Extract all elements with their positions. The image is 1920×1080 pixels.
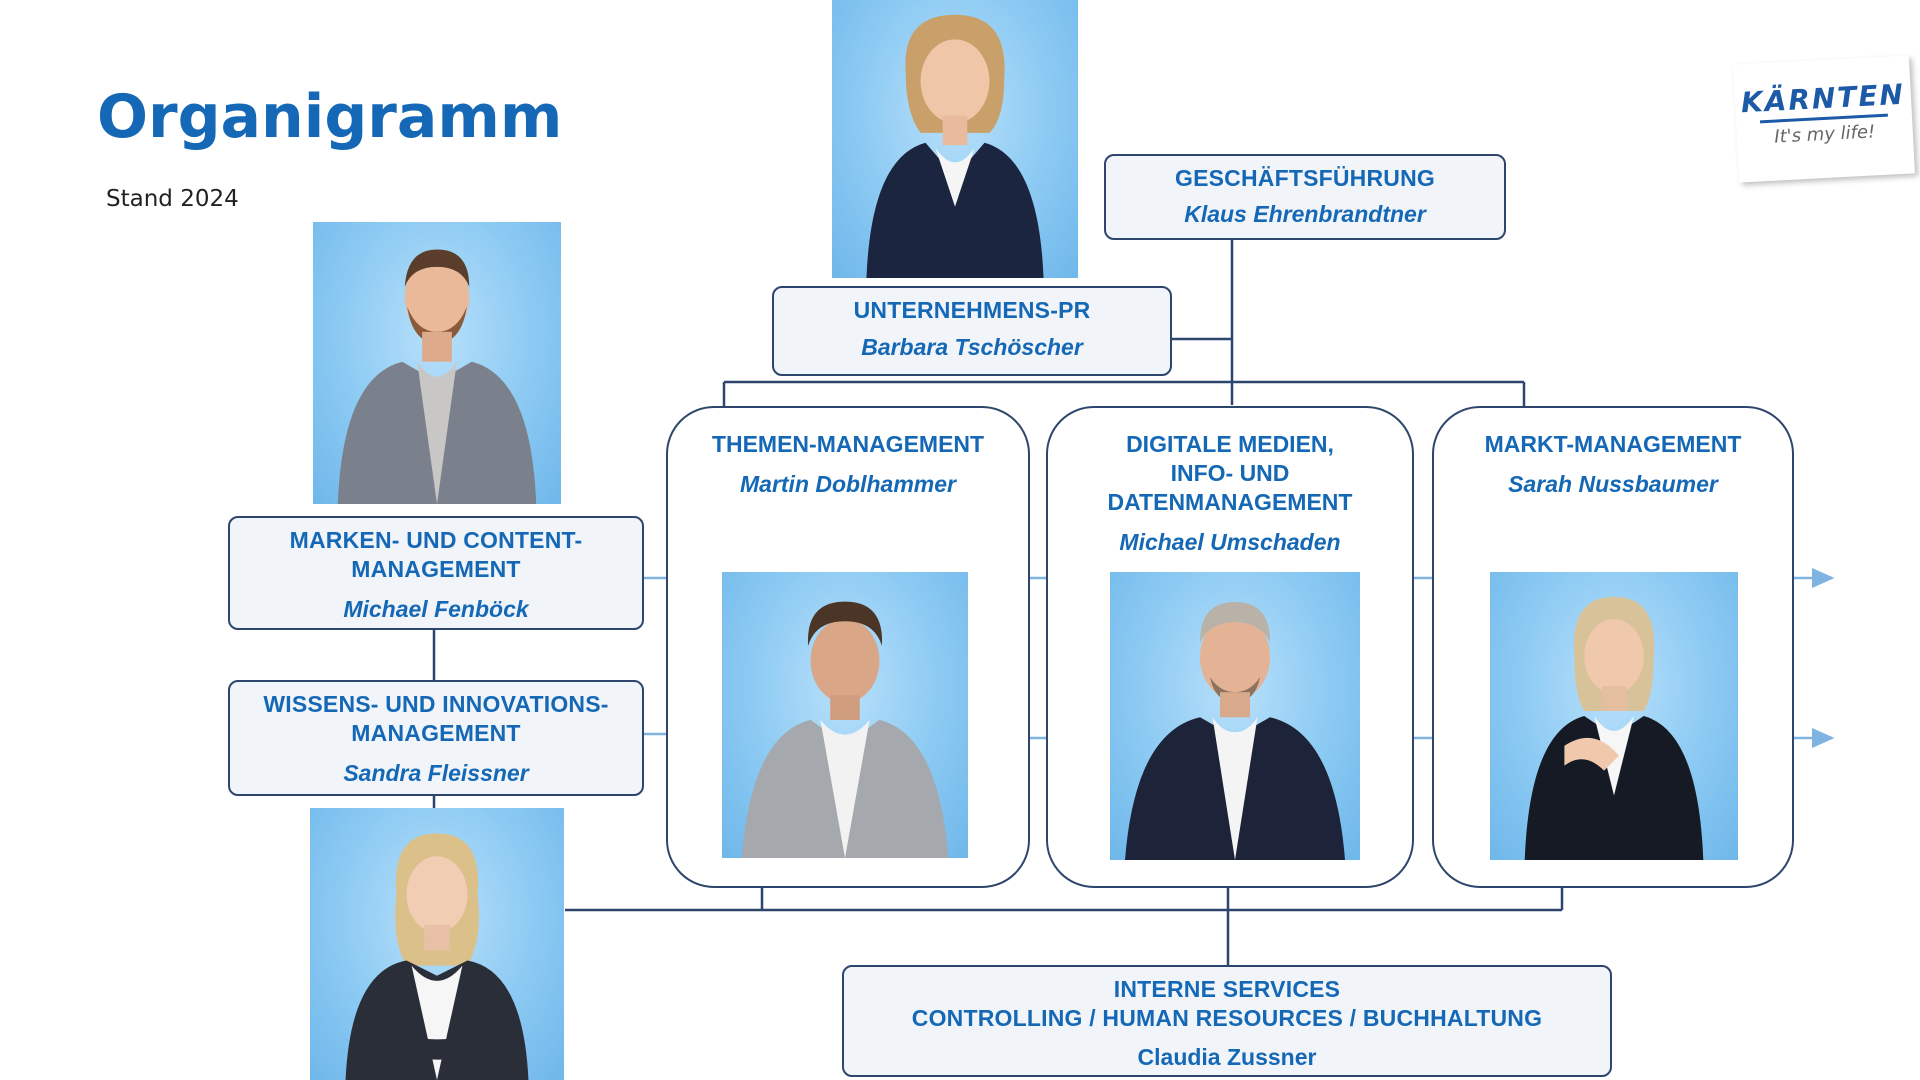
unit-person: Michael Fenböck [343,596,529,622]
portrait-photo [832,0,1078,278]
portrait-photo [1110,572,1360,860]
page-subtitle: Stand 2024 [106,186,239,212]
box-interne-services: INTERNE SERVICES CONTROLLING / HUMAN RES… [842,965,1612,1077]
box-unternehmens-pr: UNTERNEHMENS-PR Barbara Tschöscher [772,286,1172,376]
page-title: Organigramm [97,82,563,152]
unit-person: Michael Umschaden [1119,529,1341,555]
unit-title: WISSENS- UND INNOVATIONS- MANAGEMENT [263,691,609,746]
portrait-photo [313,222,561,504]
unit-title: INTERNE SERVICES CONTROLLING / HUMAN RES… [911,976,1543,1031]
unit-person: Klaus Ehrenbrandtner [1184,201,1426,227]
box-marken-content: MARKEN- UND CONTENT- MANAGEMENT Michael … [228,516,644,630]
portrait-photo [310,808,564,1080]
unit-person: Claudia Zussner [1137,1044,1317,1070]
unit-title: GESCHÄFTSFÜHRUNG [1174,165,1436,191]
box-geschaeftsfuehrung: GESCHÄFTSFÜHRUNG Klaus Ehrenbrandtner [1104,154,1506,240]
unit-title: DIGITALE MEDIEN, INFO- UND DATENMANAGEME… [1107,431,1353,515]
portrait-photo [1490,572,1738,860]
unit-person: Martin Doblhammer [740,471,956,497]
unit-title: MARKEN- UND CONTENT- MANAGEMENT [289,527,583,582]
box-wissens-innovation: WISSENS- UND INNOVATIONS- MANAGEMENT San… [228,680,644,796]
unit-person: Barbara Tschöscher [861,334,1083,360]
unit-person: Sandra Fleissner [343,760,529,786]
unit-title: UNTERNEHMENS-PR [853,297,1091,323]
unit-title: MARKT-MANAGEMENT [1484,431,1742,457]
portrait-photo [722,572,968,858]
unit-title: THEMEN-MANAGEMENT [711,431,985,457]
unit-person: Sarah Nussbaumer [1508,471,1718,497]
